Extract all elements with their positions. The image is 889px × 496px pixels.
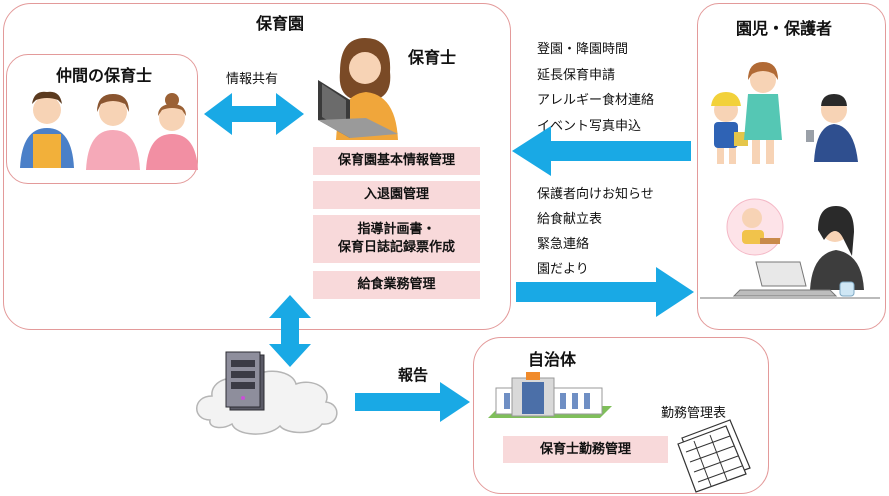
cloud-server-icon [196,351,338,435]
inbound-item: アレルギー食材連絡 [537,93,655,108]
inbound-item: イベント写真申込 [537,119,642,134]
function-staff-attendance: 保育士勤務管理 [503,436,668,463]
parents-title: 園児・保護者 [736,19,833,38]
info-share-arrow [204,93,304,135]
report-label: 報告 [398,366,429,384]
nursery-title: 保育園 [256,14,305,33]
doc-label: 勤務管理表 [661,406,727,421]
function-enrollment: 入退園管理 [313,181,480,209]
outbound-arrow [516,267,694,317]
timesheet-icon [677,419,751,493]
colleagues-title: 仲間の保育士 [56,66,153,85]
municipality-building-icon [488,372,612,418]
teacher-icon [318,38,398,140]
outbound-item: 緊急連絡 [537,237,590,252]
info-share-label: 情報共有 [226,72,279,87]
server-link-arrow [269,295,311,367]
function-basic-info: 保育園基本情報管理 [313,147,480,175]
municipality-title: 自治体 [528,350,577,369]
outbound-item: 保護者向けお知らせ [537,187,654,202]
outbound-item: 園だより [537,262,589,277]
teacher-label: 保育士 [408,48,457,67]
mother-laptop-icon [700,198,880,299]
report-arrow [355,382,470,422]
colleague-teachers-icon [20,91,198,170]
inbound-item: 延長保育申請 [537,68,616,83]
outbound-item: 給食献立表 [537,212,603,227]
family-icon [711,62,858,164]
function-planning: 指導計画書・ 保育日誌記録票作成 [313,215,480,263]
function-meal: 給食業務管理 [313,271,480,299]
inbound-item: 登園・降園時間 [537,42,629,57]
inbound-arrow [512,126,691,176]
